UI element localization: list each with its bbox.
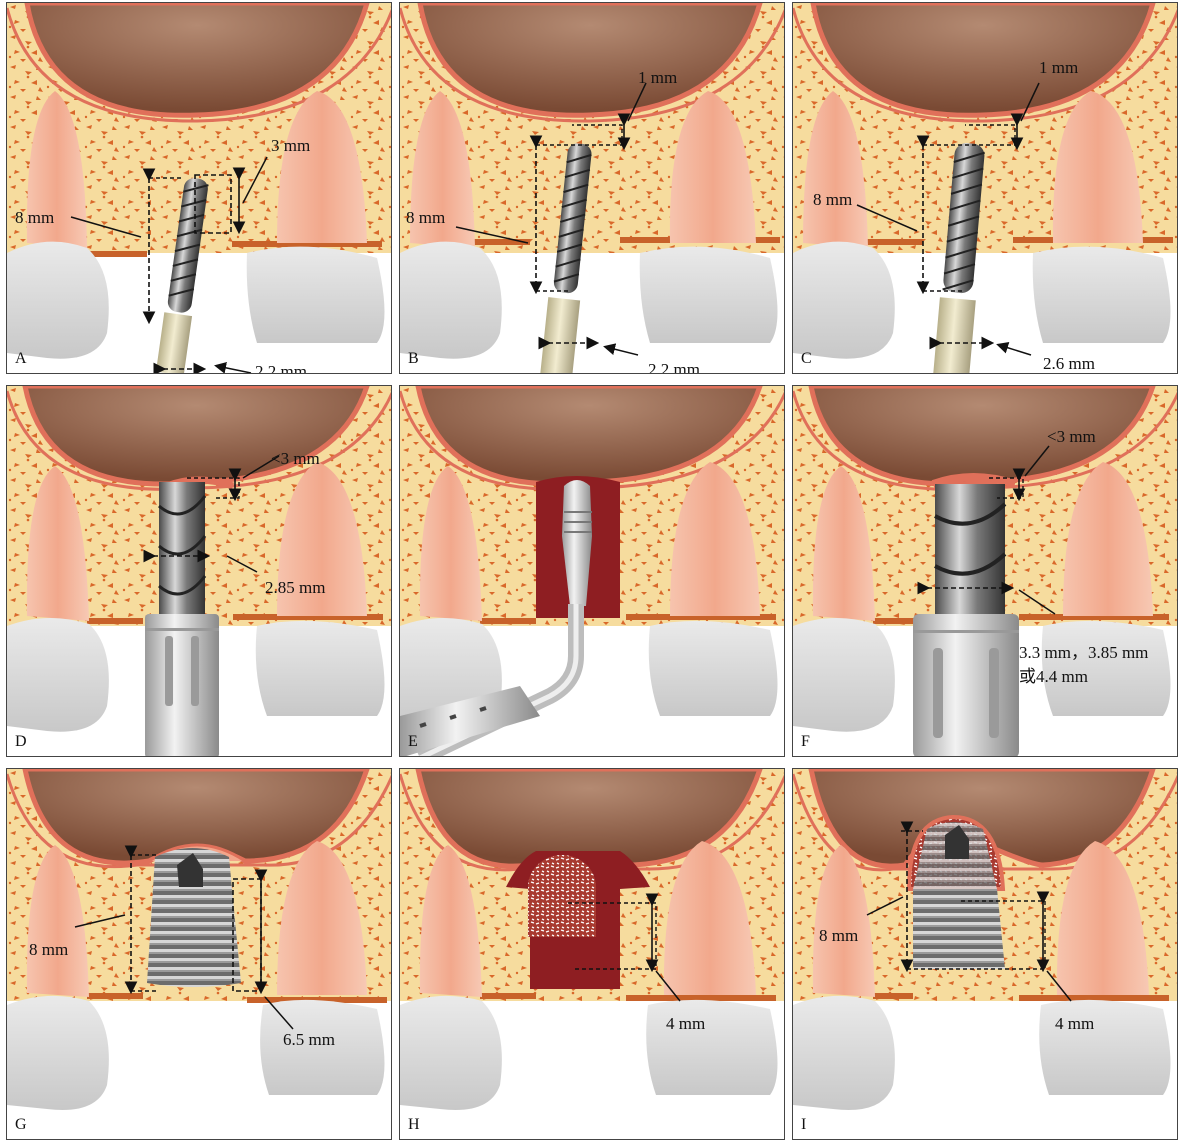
label-1mm: 1 mm	[638, 69, 677, 86]
label-2-6mm: 2.6 mm	[1043, 355, 1095, 372]
label-8mm: 8 mm	[813, 191, 852, 208]
panel-letter: E	[408, 734, 418, 750]
panel-c-illustration	[793, 3, 1178, 374]
panel-letter: B	[408, 351, 419, 367]
panel-e-illustration	[400, 386, 785, 757]
label-2-2mm: 2.2 mm	[255, 363, 307, 374]
label-2-2mm: 2.2 mm	[648, 361, 700, 374]
label-8mm: 8 mm	[29, 941, 68, 958]
panel-g: 8 mm 6.5 mm G	[6, 768, 392, 1140]
label-8mm: 8 mm	[15, 209, 54, 226]
label-or-4-4mm: 或4.4 mm	[1019, 668, 1088, 685]
panel-b: 1 mm 8 mm 2.2 mm B	[399, 2, 785, 374]
panel-letter: H	[408, 1117, 420, 1133]
panel-letter: G	[15, 1117, 27, 1133]
panel-i-illustration	[793, 769, 1178, 1140]
panel-e: E	[399, 385, 785, 757]
panel-i: 8 mm 4 mm I	[792, 768, 1178, 1140]
panel-b-illustration	[400, 3, 785, 374]
panel-a-illustration	[7, 3, 392, 374]
label-4mm: 4 mm	[666, 1015, 705, 1032]
panel-h: 4 mm H	[399, 768, 785, 1140]
label-1mm: 1 mm	[1039, 59, 1078, 76]
panel-letter: A	[15, 351, 27, 367]
panel-f-illustration	[793, 386, 1178, 757]
panel-letter: C	[801, 351, 812, 367]
label-8mm: 8 mm	[406, 209, 445, 226]
label-lt3mm: <3 mm	[1047, 428, 1096, 445]
panel-h-illustration	[400, 769, 785, 1140]
label-3-3mm-3-85mm: 3.3 mm，3.85 mm	[1019, 644, 1148, 661]
label-4mm: 4 mm	[1055, 1015, 1094, 1032]
label-8mm: 8 mm	[819, 927, 858, 944]
panel-letter: D	[15, 734, 27, 750]
panel-d-illustration	[7, 386, 392, 757]
label-3mm: 3 mm	[271, 137, 310, 154]
panel-d: <3 mm 2.85 mm D	[6, 385, 392, 757]
panel-c: 1 mm 8 mm 2.6 mm C	[792, 2, 1178, 374]
panel-letter: I	[801, 1117, 806, 1133]
label-6-5mm: 6.5 mm	[283, 1031, 335, 1048]
panel-a: 3 mm 8 mm 2.2 mm A	[6, 2, 392, 374]
panel-letter: F	[801, 734, 810, 750]
label-2-85mm: 2.85 mm	[265, 579, 325, 596]
label-lt3mm: <3 mm	[271, 450, 320, 467]
panel-f: <3 mm 3.3 mm，3.85 mm 或4.4 mm F	[792, 385, 1178, 757]
